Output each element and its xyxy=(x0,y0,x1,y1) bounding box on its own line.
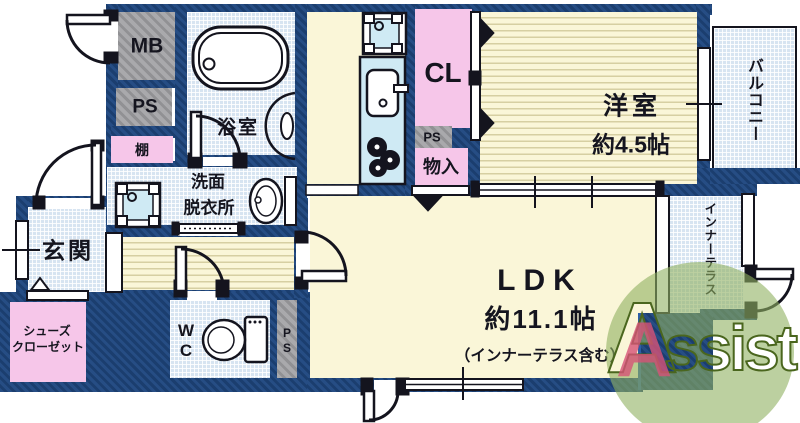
logo-rest-outline: ssist xyxy=(664,312,798,384)
label-ldk-size: 約11.1帖 xyxy=(484,304,598,334)
opening-ldk-exterior-door xyxy=(374,380,397,392)
label-ldk: LDK xyxy=(497,264,583,297)
floor-ldk xyxy=(310,196,658,378)
washbasin-icon xyxy=(248,176,297,226)
logo-letter-outline: A xyxy=(606,282,678,394)
label-shoe-closet-line1: シューズ xyxy=(23,324,71,338)
floor-shoe-closet xyxy=(10,302,86,382)
wall xyxy=(696,4,710,48)
wall xyxy=(710,168,800,184)
opening-bath-door xyxy=(203,157,235,166)
ldk-exterior-door xyxy=(360,377,410,423)
label-storage: 物入 xyxy=(423,157,459,177)
label-shelf: 棚 xyxy=(135,142,149,158)
label-wc: WC xyxy=(176,321,196,361)
stove-icon xyxy=(367,137,400,177)
logo-letter-a-pink: A xyxy=(616,305,672,393)
ldk-sliding-window xyxy=(404,367,524,400)
label-closet: CL xyxy=(424,57,462,88)
floor-pipe-space-top xyxy=(116,88,172,126)
floor-hallway xyxy=(121,237,294,290)
western-room-sliding-door xyxy=(470,176,665,208)
wc-door xyxy=(173,245,230,298)
floor-shelf xyxy=(111,136,173,163)
washing-machine-icon xyxy=(114,181,162,229)
entrance-window xyxy=(2,220,40,280)
wall xyxy=(452,126,472,148)
floor-storage xyxy=(415,148,468,186)
storage-door xyxy=(411,185,470,212)
wall xyxy=(111,126,175,138)
label-ldk-note: （インナーテラス含む） xyxy=(454,347,626,365)
wall xyxy=(405,4,415,198)
opening-meter-box-door xyxy=(104,21,118,54)
label-washroom-line2: 脱衣所 xyxy=(183,198,235,218)
label-bathroom: 浴室 xyxy=(216,117,260,139)
balcony-window xyxy=(686,47,722,161)
label-washroom-line1: 洗面 xyxy=(191,172,225,192)
refrigerator-icon xyxy=(361,11,408,56)
entrance-door xyxy=(32,139,105,210)
opening-wc-door xyxy=(187,291,217,301)
bath-door xyxy=(187,110,248,169)
opening-entrance-door xyxy=(44,198,92,209)
label-pipe-space-wc: PS xyxy=(280,326,294,356)
logo-circle xyxy=(606,262,794,423)
wall xyxy=(107,161,175,167)
floor-western-room xyxy=(480,12,697,184)
entrance-step-mark xyxy=(26,276,89,301)
floor-closet xyxy=(415,9,472,128)
label-balcony: バルコニー xyxy=(745,57,762,143)
washroom-accordion-door xyxy=(171,221,246,236)
wall xyxy=(118,80,175,88)
floor-meter-box xyxy=(118,12,175,80)
toilet-icon xyxy=(201,315,269,364)
label-western-room: 洋室 xyxy=(602,92,662,121)
label-pipe-space-top: PS xyxy=(132,96,158,118)
meter-box-door xyxy=(65,9,119,65)
label-shoe-closet-line2: クローゼット xyxy=(11,340,85,354)
wall xyxy=(295,4,307,198)
floor-pipe-space-wc xyxy=(277,300,297,378)
label-meter-box: MB xyxy=(130,34,164,58)
floor-pipe-space-mid xyxy=(415,126,452,148)
label-western-room-size: 約4.5帖 xyxy=(592,131,670,158)
label-pipe-space-mid: PS xyxy=(423,129,441,145)
bathtub-icon xyxy=(191,25,290,91)
wall xyxy=(175,4,187,168)
closet-folding-door xyxy=(468,11,495,141)
hall-ldk-door xyxy=(294,230,348,290)
kitchen-opening xyxy=(305,184,359,196)
label-entrance: 玄関 xyxy=(42,237,94,264)
entrance-step-strip xyxy=(105,232,123,293)
bath-counter-icon xyxy=(264,91,296,161)
